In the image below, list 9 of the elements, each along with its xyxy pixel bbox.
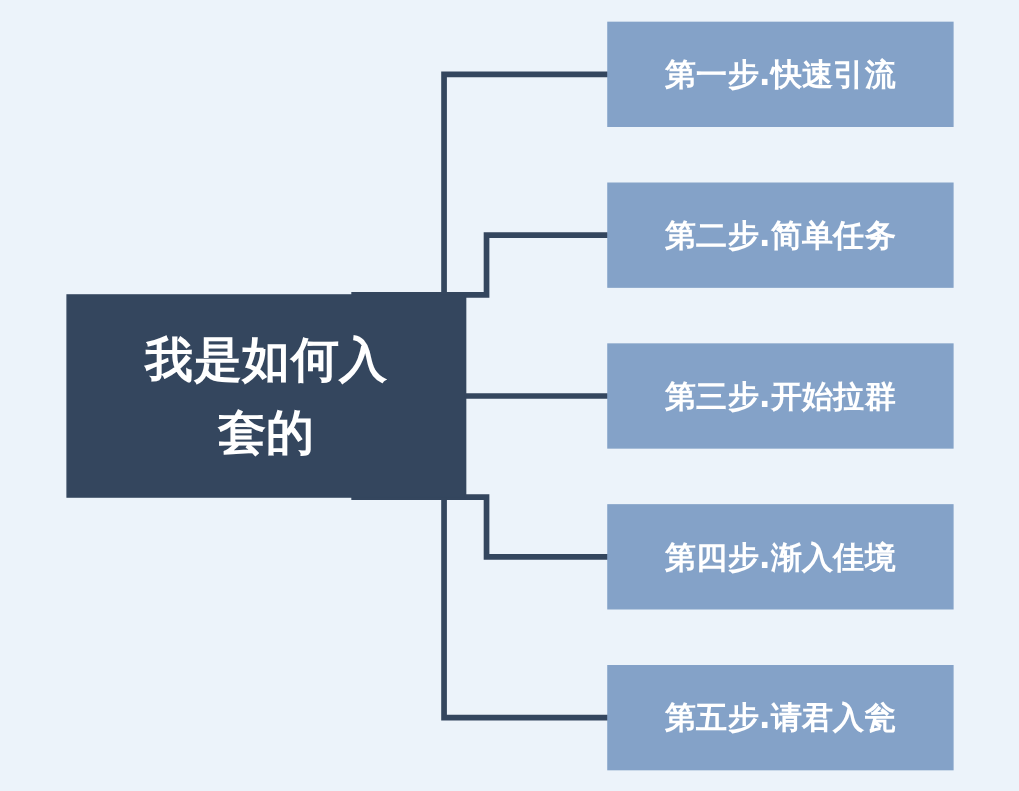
connector xyxy=(465,392,608,399)
connector xyxy=(350,493,608,720)
node-box: 第三步.开始拉群 xyxy=(606,342,954,449)
connector xyxy=(350,71,608,298)
node-box: 第四步.渐入佳境 xyxy=(606,503,954,609)
node-box: 第二步.简单任务 xyxy=(606,182,954,288)
node-box: 我是如何入套的 xyxy=(65,293,466,498)
node-box: 第五步.请君入瓮 xyxy=(606,664,954,770)
node-box: 第一步.快速引流 xyxy=(606,21,954,127)
